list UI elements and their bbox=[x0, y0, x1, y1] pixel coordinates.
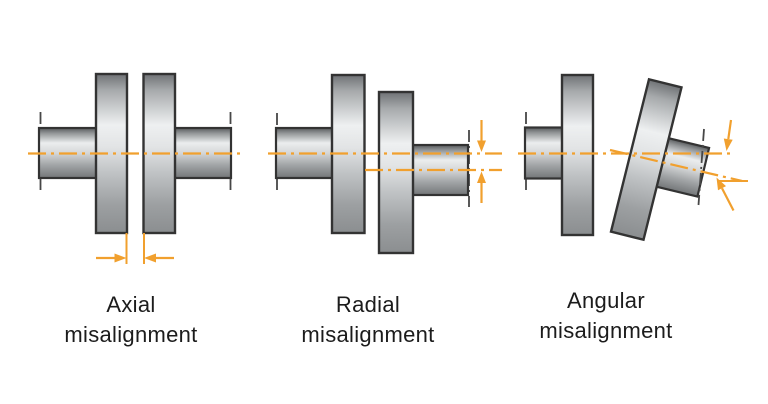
angular-offset-arrow-up-icon bbox=[716, 177, 748, 212]
caption-line: misalignment bbox=[539, 318, 673, 343]
caption-line: misalignment bbox=[64, 322, 198, 347]
radial-offset-arrow-up-icon bbox=[477, 171, 486, 203]
angular-offset-arrow-down-icon bbox=[723, 119, 733, 151]
caption-axial-misalignment: Axial misalignment bbox=[21, 290, 241, 350]
radial-offset-arrow-down-icon bbox=[477, 120, 486, 152]
caption-angular-misalignment: Angular misalignment bbox=[496, 286, 716, 346]
caption-line: misalignment bbox=[301, 322, 435, 347]
caption-line: Radial bbox=[335, 292, 401, 317]
caption-line: Axial bbox=[106, 292, 156, 317]
radial-misalignment-figure bbox=[268, 73, 502, 255]
axial-gap-arrow-right-icon bbox=[144, 253, 174, 263]
caption-line: Angular bbox=[567, 288, 645, 313]
shaft-end-centerline-mark-tilted bbox=[697, 128, 705, 206]
tilted-shaft-axis-centerline bbox=[609, 148, 743, 183]
axial-gap-arrow-left-icon bbox=[96, 253, 127, 263]
axial-misalignment-figure bbox=[28, 72, 244, 264]
right-coupling-flange-offset bbox=[377, 90, 415, 255]
caption-radial-misalignment: Radial misalignment bbox=[258, 290, 478, 350]
left-coupling-flange bbox=[560, 73, 595, 237]
angular-misalignment-figure bbox=[518, 73, 748, 242]
